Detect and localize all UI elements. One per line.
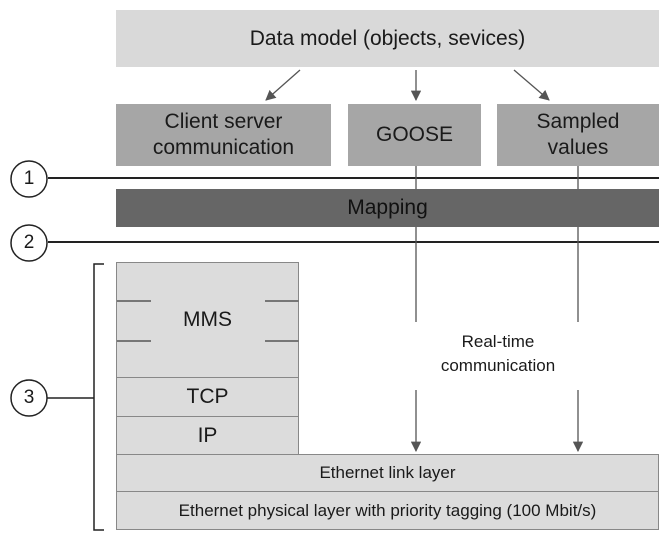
mms-tick-left-top: [117, 300, 151, 302]
goose-label: GOOSE: [375, 123, 454, 146]
tcp-box: TCP: [116, 377, 299, 417]
stack-bracket: [93, 263, 104, 531]
ip-label: IP: [197, 423, 218, 447]
client-server-label: Client server communication: [152, 109, 295, 159]
sampled-values-label: Sampled values: [536, 109, 620, 159]
ethernet-physical-box: Ethernet physical layer with priority ta…: [116, 491, 659, 530]
mapping-box: Mapping: [116, 189, 659, 227]
mms-tick-right-bottom: [265, 340, 299, 342]
data-model-box: Data model (objects, sevices): [116, 10, 659, 67]
ethernet-link-box: Ethernet link layer: [116, 454, 659, 492]
mms-label: MMS: [183, 308, 232, 331]
mms-tick-right-top: [265, 300, 299, 302]
marker-3-label: 3: [23, 387, 35, 408]
ethernet-physical-label: Ethernet physical layer with priority ta…: [178, 500, 597, 520]
marker-circle-1: [10, 160, 48, 198]
data-model-label: Data model (objects, sevices): [249, 26, 526, 50]
sampled-values-box: Sampled values: [497, 104, 659, 166]
tcp-label: TCP: [186, 385, 229, 408]
goose-box: GOOSE: [348, 104, 481, 166]
ethernet-link-label: Ethernet link layer: [319, 463, 456, 482]
mms-box: MMS: [116, 262, 299, 378]
mms-tick-left-bottom: [117, 340, 151, 342]
client-server-box: Client server communication: [116, 104, 331, 166]
arrow-to-client-server: [265, 69, 301, 101]
marker-1-label: 1: [23, 168, 35, 189]
ip-box: IP: [116, 416, 299, 455]
marker-2-label: 2: [23, 232, 35, 253]
realtime-label: Real-time communication: [410, 330, 586, 378]
mapping-label: Mapping: [347, 196, 428, 219]
arrow-to-sampled-values: [513, 69, 550, 101]
marker-circle-2: [10, 224, 48, 262]
